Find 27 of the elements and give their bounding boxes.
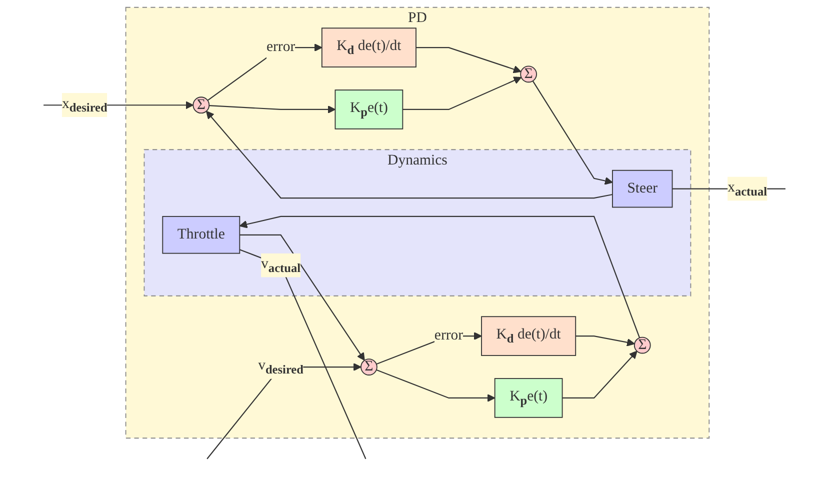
node-box: K$_{p}$e(t) (334, 90, 404, 130)
arrow (532, 80, 613, 185)
node-circle: Σ (634, 336, 651, 354)
arrow (209, 105, 336, 114)
node-box: Throttle (162, 216, 240, 254)
arrow (416, 47, 522, 74)
edge-label: x$_{actual}$ (728, 180, 768, 198)
node-circle: Σ (360, 358, 378, 376)
node-box: Steer (612, 170, 673, 208)
arrow (240, 234, 365, 361)
node-circle: Σ (520, 66, 537, 83)
edge-label: x$_{desired}$ (62, 96, 108, 114)
edge-label: error (266, 39, 296, 55)
edge-label: error (434, 328, 464, 344)
edge-label: v$_{actual}$ (261, 256, 301, 275)
node-box: K$_{p}$e(t) (494, 378, 563, 418)
arrow (576, 336, 635, 346)
connector (239, 249, 366, 460)
arrow (239, 216, 640, 338)
arrow (206, 110, 613, 199)
arrow (402, 76, 522, 110)
node-circle: Σ (192, 96, 210, 114)
arrow (376, 369, 496, 402)
arrow (562, 350, 638, 399)
node-box: K$_{d}$ de(t)/dt (481, 316, 576, 356)
edge-label: v$_{desired}$ (258, 358, 304, 376)
node-box: K$_{d}$ de(t)/dt (321, 28, 416, 68)
